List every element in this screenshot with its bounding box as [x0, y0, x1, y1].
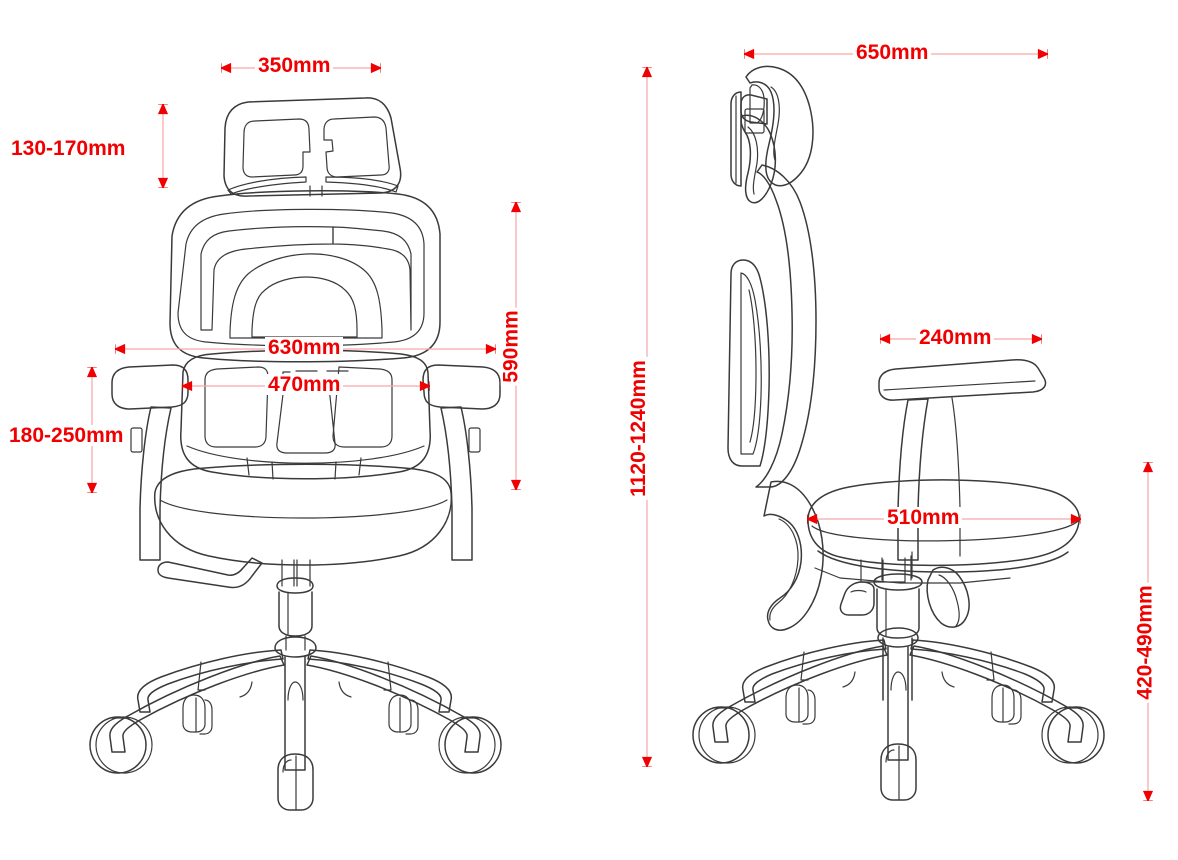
dim-label-overall-height-adjust: 1120-1240mm [627, 357, 650, 500]
side-gas-cylinder [873, 555, 923, 701]
side-headrest-yoke [740, 114, 777, 204]
side-casters [692, 684, 1105, 801]
dim-label-backrest-height: 590mm [500, 307, 523, 386]
dim-label-overall-width: 630mm [265, 337, 344, 358]
front-casters [89, 694, 502, 811]
side-controls [839, 566, 970, 628]
front-backrest-frame [169, 190, 441, 363]
front-armrest-right [422, 364, 501, 561]
side-chair-base [712, 627, 1084, 761]
dim-label-seat-width: 470mm [265, 374, 344, 395]
dim-label-headrest-height-adjust: 130-170mm [8, 138, 129, 159]
front-chair-base [109, 636, 481, 771]
dim-label-armrest-height-adjust: 180-250mm [6, 425, 127, 446]
front-headrest [223, 97, 402, 197]
front-tilt-lever [157, 557, 263, 589]
dim-label-seat-depth: 510mm [884, 507, 963, 528]
dim-label-headrest-width: 350mm [255, 55, 334, 76]
side-armrest [878, 359, 1047, 561]
front-seat-shell [180, 349, 431, 480]
front-gas-cylinder [276, 559, 314, 651]
side-backrest [727, 164, 824, 631]
dim-label-seat-height-adjust: 420-490mm [1134, 582, 1157, 703]
dim-label-armrest-depth: 240mm [916, 327, 995, 348]
dim-label-overall-depth: 650mm [853, 42, 932, 63]
front-view-chair [89, 97, 502, 811]
front-armrest-left [111, 364, 189, 561]
side-headrest [730, 65, 814, 187]
side-view-chair [692, 65, 1105, 801]
